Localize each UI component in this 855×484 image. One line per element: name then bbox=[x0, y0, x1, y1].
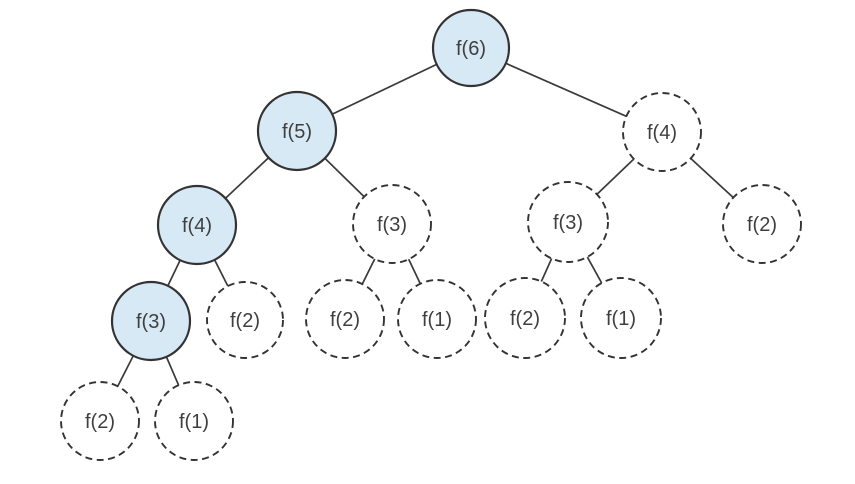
node-label-n7: f(3) bbox=[136, 311, 166, 333]
dashed-circle-n4 bbox=[352, 184, 432, 264]
tree-nodes-layer: f(6) f(5) f(4) f(4) f(3) f(3) f(2) f(3) f(2) f(2)… bbox=[60, 8, 802, 461]
tree-node-n7-solid: f(3) bbox=[110, 280, 192, 362]
tree-node-n1-solid: f(5) bbox=[256, 90, 338, 172]
tree-node-n14-dashed: f(1) bbox=[154, 381, 234, 461]
dashed-circle-n14 bbox=[154, 381, 234, 461]
dashed-circle-n5 bbox=[527, 181, 609, 263]
node-label-n0: f(6) bbox=[456, 38, 486, 60]
tree-node-n3-solid: f(4) bbox=[156, 184, 238, 266]
node-label-n2: f(4) bbox=[647, 122, 677, 144]
dashed-circle-n8 bbox=[206, 281, 284, 359]
tree-node-n0-solid: f(6) bbox=[431, 8, 511, 88]
node-label-n1: f(5) bbox=[282, 121, 312, 143]
node-label-n13: f(2) bbox=[85, 411, 115, 433]
node-label-n6: f(2) bbox=[747, 214, 777, 236]
tree-node-n6-dashed: f(2) bbox=[722, 184, 802, 264]
node-label-n14: f(1) bbox=[179, 411, 209, 433]
dashed-circle-n13 bbox=[60, 381, 140, 461]
tree-node-n4-dashed: f(3) bbox=[352, 184, 432, 264]
tree-node-n10-dashed: f(1) bbox=[397, 279, 477, 359]
dashed-circle-n10 bbox=[397, 279, 477, 359]
node-label-n9: f(2) bbox=[330, 309, 360, 331]
tree-node-n8-dashed: f(2) bbox=[206, 281, 284, 359]
dashed-circle-n12 bbox=[580, 277, 662, 359]
node-label-n3: f(4) bbox=[182, 215, 212, 237]
dashed-circle-n6 bbox=[722, 184, 802, 264]
node-label-n8: f(2) bbox=[230, 310, 260, 332]
dashed-circle-n9 bbox=[305, 279, 385, 359]
node-label-n5: f(3) bbox=[553, 212, 583, 234]
tree-node-n11-dashed: f(2) bbox=[484, 277, 566, 359]
dashed-circle-n11 bbox=[484, 277, 566, 359]
node-label-n10: f(1) bbox=[422, 309, 452, 331]
tree-node-n13-dashed: f(2) bbox=[60, 381, 140, 461]
solid-circle-n0 bbox=[431, 8, 511, 88]
solid-circle-n1 bbox=[256, 90, 338, 172]
node-label-n4: f(3) bbox=[377, 214, 407, 236]
solid-circle-n7 bbox=[110, 280, 192, 362]
dashed-circle-n2 bbox=[622, 92, 702, 172]
tree-node-n2-dashed: f(4) bbox=[622, 92, 702, 172]
tree-node-n9-dashed: f(2) bbox=[305, 279, 385, 359]
tree-node-n12-dashed: f(1) bbox=[580, 277, 662, 359]
node-label-n12: f(1) bbox=[606, 308, 636, 330]
tree-node-n5-dashed: f(3) bbox=[527, 181, 609, 263]
node-label-n11: f(2) bbox=[510, 308, 540, 330]
solid-circle-n3 bbox=[156, 184, 238, 266]
